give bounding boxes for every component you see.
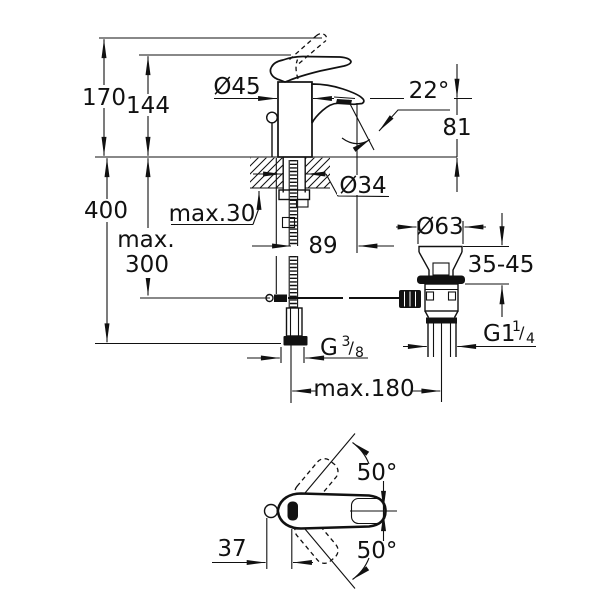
faucet-handle — [269, 55, 352, 83]
popup-linkage-rod — [265, 290, 421, 308]
label-waste-thread: G1 1 / 4 — [483, 319, 535, 347]
label-below-deck-height: 400 — [84, 198, 128, 224]
waste-plug — [432, 262, 450, 276]
svg-text:4: 4 — [526, 331, 535, 347]
faucet-fixture — [266, 32, 365, 158]
aerator-seam — [333, 96, 356, 100]
mounting-nut — [278, 189, 311, 201]
faucet-body — [277, 81, 313, 158]
label-rod-length-1: max. — [117, 227, 174, 253]
svg-text:/: / — [519, 323, 525, 342]
faucet-spout — [311, 83, 365, 124]
deck-hatch-left — [250, 157, 283, 188]
deck-hatch-right — [305, 157, 330, 188]
label-center-distance: max.180 — [313, 376, 414, 402]
svg-text:/: / — [349, 338, 355, 357]
waste-shoulder-band — [426, 317, 457, 324]
hose-nut-g38 — [283, 336, 308, 346]
mounting-deck — [250, 157, 330, 189]
label-handle-height: 144 — [126, 93, 170, 119]
swivel-arc-up — [352, 442, 370, 465]
waste-body-slot-left — [425, 291, 435, 301]
label-waste-flange-diameter: Ø63 — [416, 214, 463, 240]
side-view: 170 144 Ø45 22° 81 400 max.30 Ø34 max. 3… — [81, 32, 536, 403]
swivel-limit-line-up — [304, 433, 356, 494]
plan-knob — [263, 503, 279, 519]
label-body-diameter: Ø45 — [213, 74, 260, 100]
pull-rod-knob — [266, 111, 279, 124]
angle-leader — [378, 109, 450, 132]
swivel-limit-line-down — [304, 528, 356, 589]
label-swivel-up: 50° — [357, 460, 398, 486]
waste-shoulder — [424, 310, 459, 318]
label-hose-thread: G 3 / 8 — [320, 334, 364, 361]
label-deck-thickness: max.30 — [169, 201, 256, 227]
top-view: 50° 50° 37 — [212, 433, 398, 589]
svg-text:3: 3 — [342, 334, 351, 350]
label-spout-angle: 22° — [409, 78, 450, 104]
svg-text:8: 8 — [355, 345, 364, 361]
waste-funnel-right — [452, 251, 463, 276]
waste-tailpipe — [427, 323, 457, 402]
faucet-handle-raised-dashed — [289, 32, 328, 64]
rod-guide-clip — [281, 216, 296, 229]
label-overall-height: 170 — [82, 85, 126, 111]
mounting-washer — [295, 198, 309, 208]
rod-ball-joint — [274, 294, 287, 302]
reference-lines — [95, 37, 472, 158]
label-clamping-range: 35-45 — [468, 252, 535, 278]
swivel-arc-down — [352, 557, 370, 580]
label-swivel-down: 50° — [357, 538, 398, 564]
label-spout-reach: 89 — [308, 233, 337, 259]
label-handle-offset: 37 — [217, 536, 246, 562]
waste-body — [424, 283, 459, 312]
waste-funnel-left — [418, 251, 430, 276]
label-outlet-height: 81 — [442, 115, 471, 141]
label-rod-length-2: 300 — [125, 252, 169, 278]
handle-pivot-arc-dashed — [295, 59, 299, 80]
waste-flange — [417, 275, 465, 284]
waste-funnel-top — [418, 245, 463, 252]
plan-handle-slot — [287, 501, 298, 521]
dimension-labels: 170 144 Ø45 22° 81 400 max.30 Ø34 max. 3… — [81, 74, 535, 402]
angle-arc — [341, 137, 371, 152]
below-deck-assembly — [265, 157, 421, 346]
waste-body-slot-right — [447, 291, 457, 301]
label-hole-diameter: Ø34 — [339, 173, 386, 199]
svg-text:G: G — [320, 335, 338, 361]
popup-waste-valve — [417, 245, 465, 402]
hose-end-sleeve — [285, 307, 303, 337]
supply-hose — [288, 160, 299, 308]
svg-text:G1: G1 — [483, 321, 515, 347]
svg-text:1: 1 — [512, 319, 521, 335]
